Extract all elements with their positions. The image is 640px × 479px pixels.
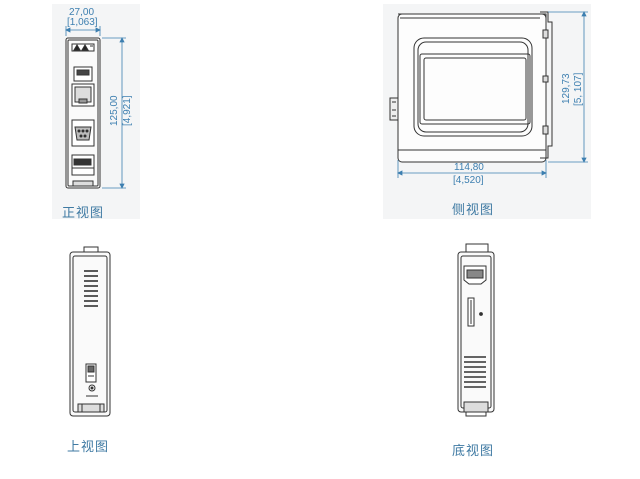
front-height-in-label: [4,921] [122, 95, 133, 126]
bottom-view-drawing [457, 243, 495, 417]
front-view-caption: 正视图 [62, 206, 105, 221]
side-depth-mm-label: 114,80 [454, 162, 484, 173]
side-view-caption: 侧视图 [452, 203, 495, 218]
side-height-mm-label: 129,73 [561, 73, 572, 104]
front-dimension-lines [65, 26, 126, 189]
top-view-drawing [69, 246, 111, 417]
front-width-in-label: [1,063] [67, 17, 98, 28]
front-height-mm-label: 125,00 [109, 95, 120, 126]
side-depth-in-label: [4,520] [453, 175, 484, 186]
side-view-drawing [389, 11, 553, 163]
front-width-mm-label: 27,00 [69, 7, 95, 18]
side-height-in-label: [5, 107] [573, 72, 584, 106]
front-view-drawing [65, 37, 101, 189]
top-view-caption: 上视图 [67, 440, 110, 455]
side-dimension-lines [397, 11, 588, 178]
bottom-view-caption: 底视图 [452, 444, 495, 459]
